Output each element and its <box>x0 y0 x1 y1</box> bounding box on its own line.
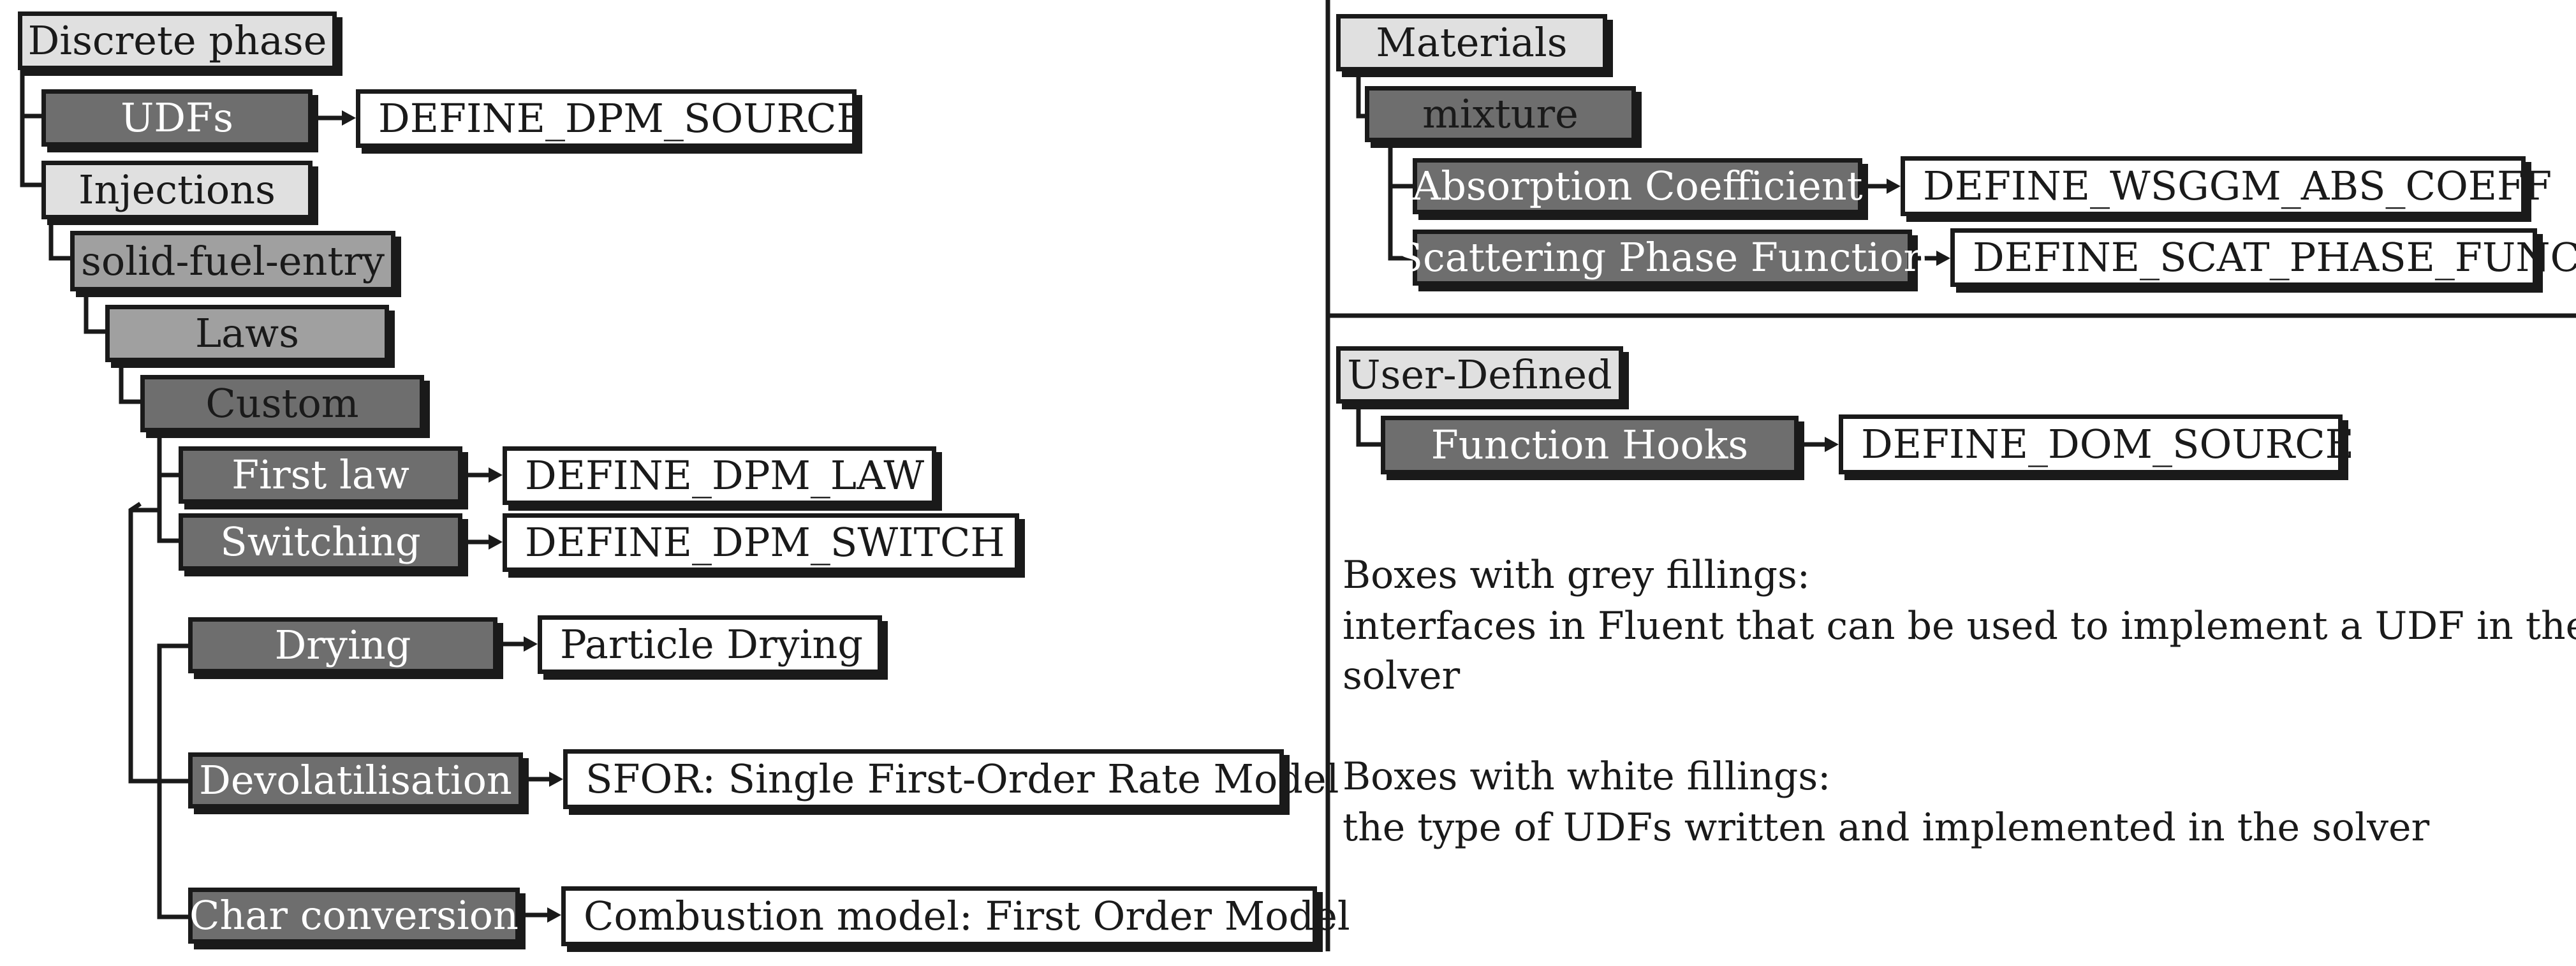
char-conversion-box: Char conversion <box>188 888 520 944</box>
tree-discrete-phase <box>20 70 41 187</box>
devolatilisation-box: Devolatilisation <box>188 752 523 809</box>
define-scat-phase-func-box: DEFINE_SCAT_PHASE_FUNC <box>1950 228 2576 287</box>
tree-injections <box>48 220 70 261</box>
sfor-box: SFOR: Single First-Order Rate Model <box>563 749 1339 809</box>
first-law-box: First law <box>179 446 462 504</box>
discrete-phase-box: Discrete phase <box>18 11 337 70</box>
particle-drying-box: Particle Drying <box>538 615 882 674</box>
absorption-coefficient-box: Absorption Coefficient <box>1412 158 1863 214</box>
tree-custom <box>157 434 179 543</box>
combustion-model-box: Combustion model: First Order Model <box>561 886 1350 946</box>
define-dpm-switch-box: DEFINE_DPM_SWITCH <box>503 513 1019 572</box>
legend-grey-text-2: solver <box>1343 654 1461 698</box>
define-dom-source-box: DEFINE_DOM_SOURCE <box>1839 414 2354 474</box>
define-wsggm-abs-coeff-box: DEFINE_WSGGM_ABS_COEFF <box>1901 156 2552 216</box>
injections-box: Injections <box>41 161 313 219</box>
drying-box: Drying <box>188 617 497 673</box>
legend-white-text: the type of UDFs written and implemented… <box>1343 805 2430 850</box>
mixture-box: mixture <box>1365 86 1636 142</box>
tree-user-defined <box>1356 389 1381 447</box>
udfs-box: UDFs <box>41 89 313 147</box>
function-hooks-box: Function Hooks <box>1381 416 1799 474</box>
scattering-phase-function-box: Scattering Phase Function <box>1396 230 1929 286</box>
legend-white-heading: Boxes with white fillings: <box>1343 754 1831 799</box>
define-dpm-law-box: DEFINE_DPM_LAW <box>503 446 936 505</box>
define-dpm-source-box: DEFINE_DPM_SOURCE <box>356 89 865 148</box>
tree-solid-fuel <box>84 293 105 334</box>
tree-laws <box>119 362 140 404</box>
materials-box: Materials <box>1336 14 1607 71</box>
legend-grey-heading: Boxes with grey fillings: <box>1343 553 1811 597</box>
tree-mixture <box>1388 139 1413 261</box>
switching-box: Switching <box>179 513 462 571</box>
solid-fuel-entry-box: solid-fuel-entry <box>70 231 395 291</box>
laws-box: Laws <box>105 305 389 362</box>
legend-grey-text-1: interfaces in Fluent that can be used to… <box>1343 604 2576 648</box>
user-defined-box: User-Defined <box>1336 346 1623 404</box>
custom-box: Custom <box>140 375 424 432</box>
